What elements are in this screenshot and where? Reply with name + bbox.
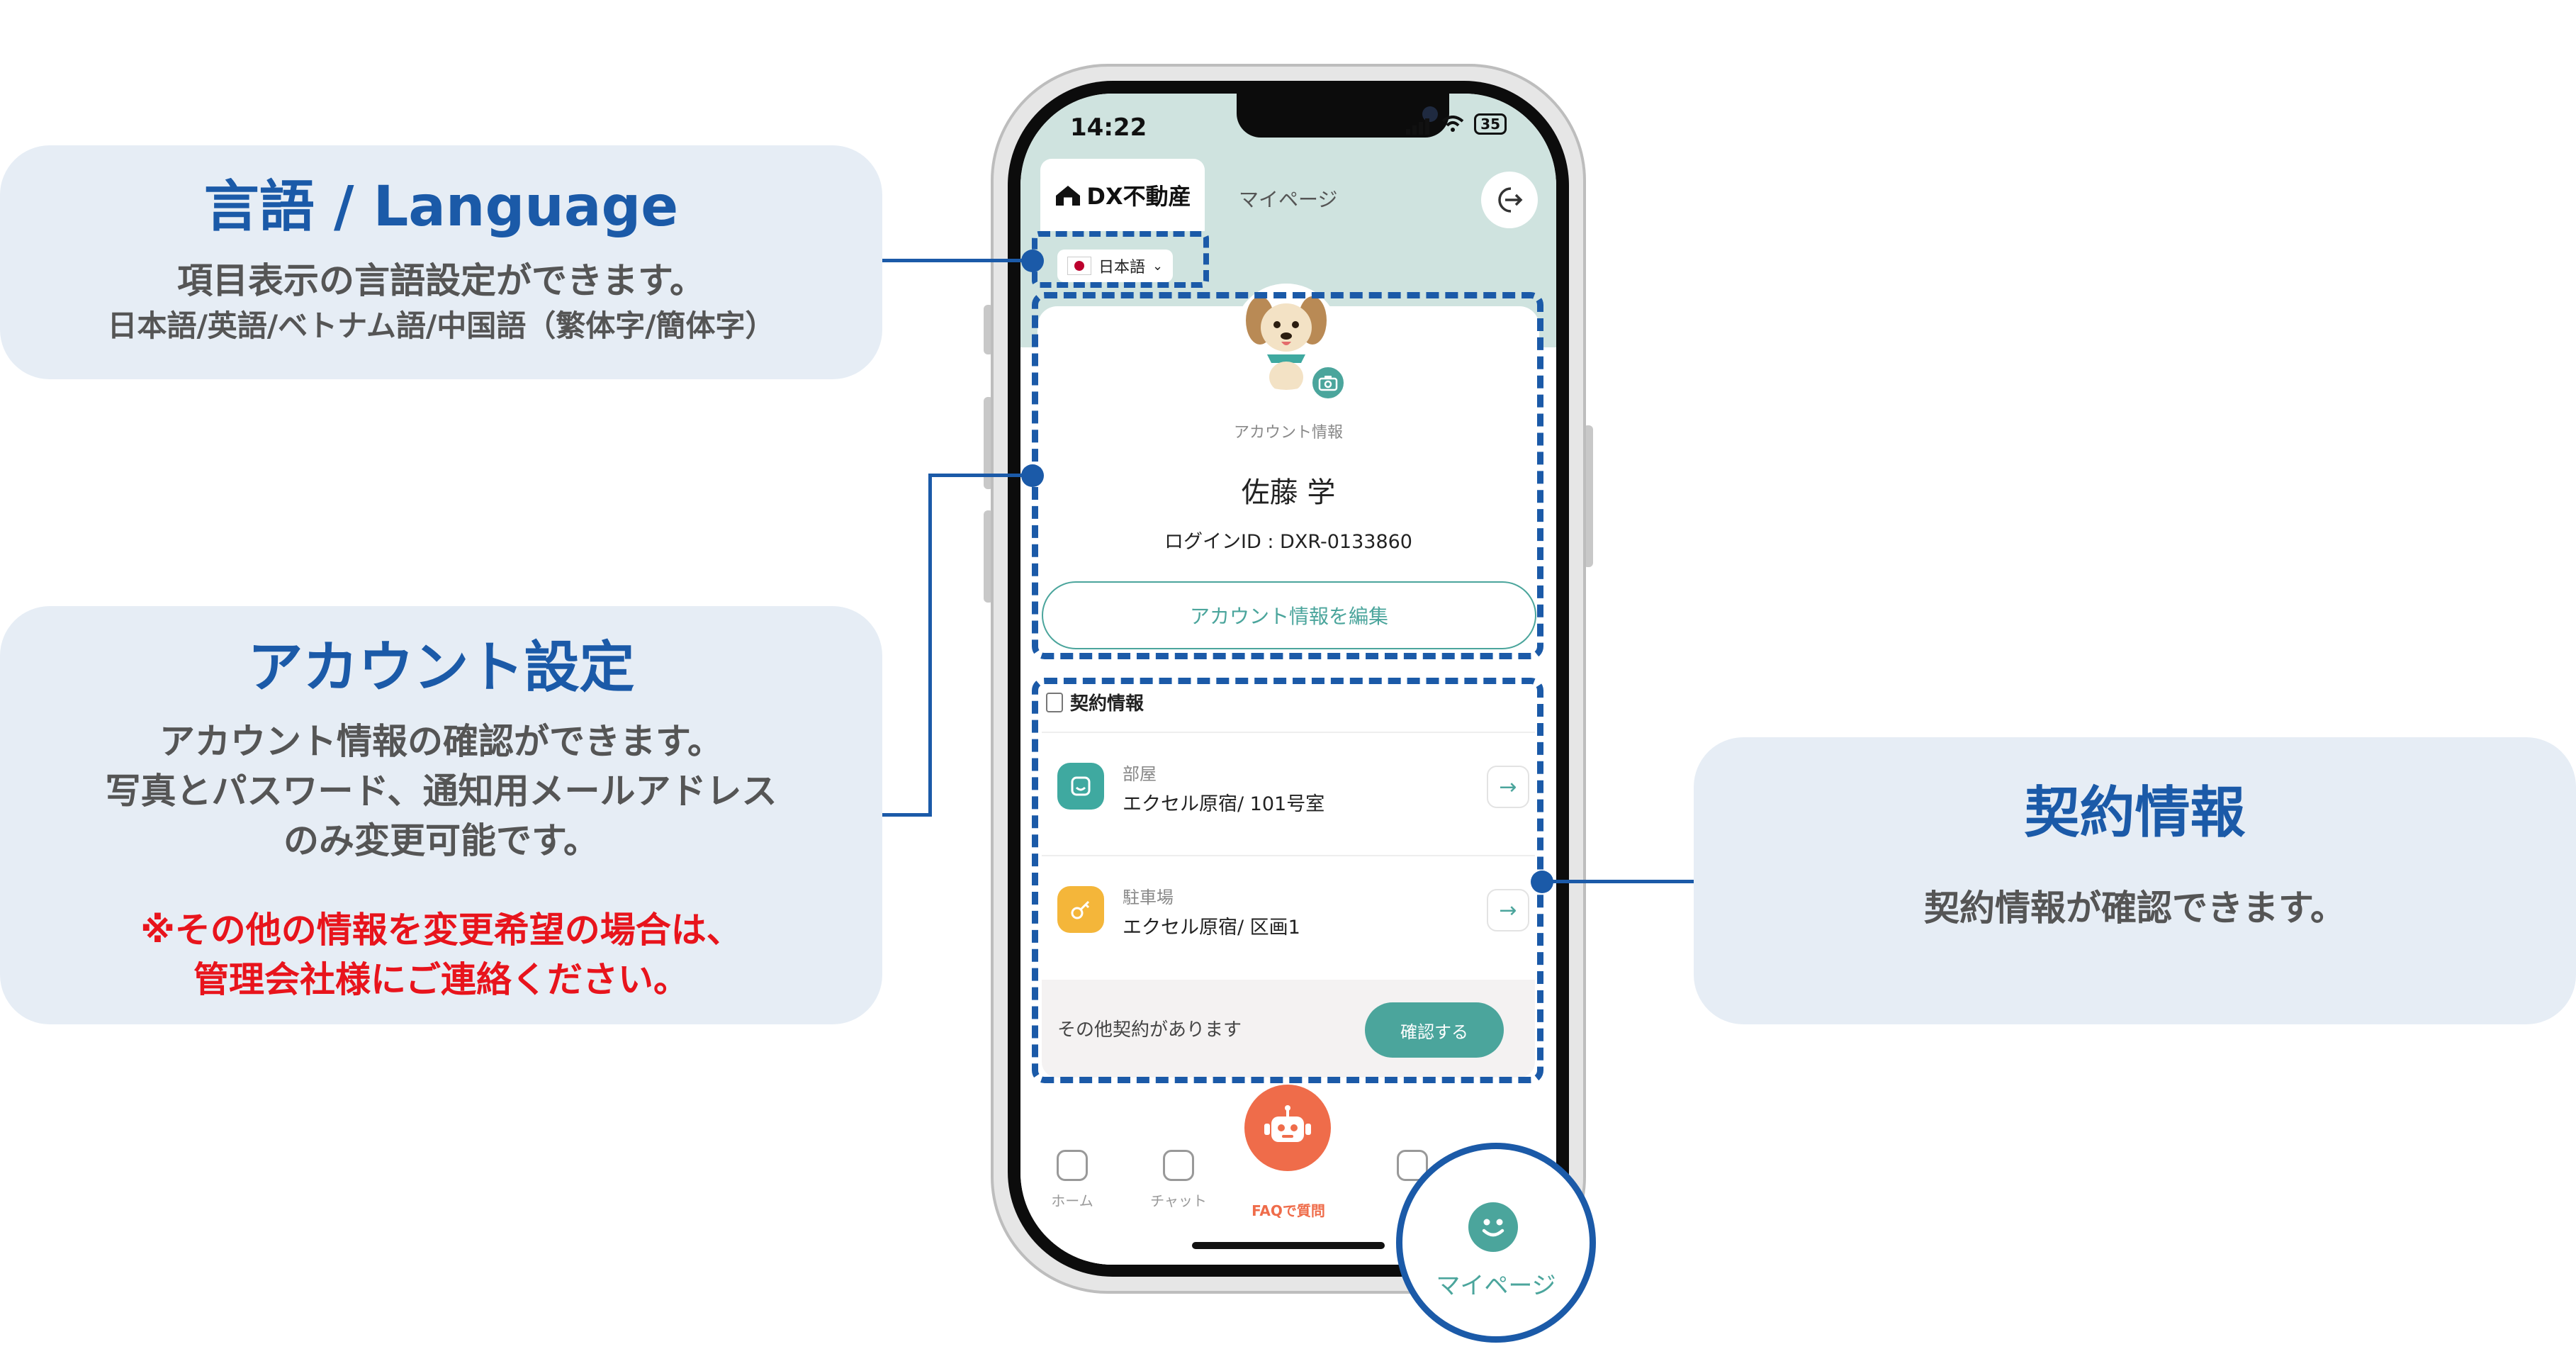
contract-callout-title: 契約情報 xyxy=(2024,781,2246,845)
document-icon xyxy=(1046,692,1063,712)
home-indicator xyxy=(1192,1242,1385,1249)
account-connector xyxy=(882,813,929,817)
other-contracts-box: その他契約があります 確認する xyxy=(1042,980,1535,1078)
account-connector-dot xyxy=(1021,464,1044,487)
contract-connector-dot xyxy=(1531,871,1553,893)
tab-chat-label: チャット xyxy=(1150,1192,1207,1209)
account-highlight xyxy=(1032,292,1543,659)
robot-icon xyxy=(1264,1105,1311,1142)
confirm-button[interactable]: 確認する xyxy=(1365,1002,1504,1058)
chat-icon xyxy=(1163,1150,1194,1181)
account-callout-line: アカウント情報の確認ができます。 xyxy=(159,721,723,762)
logout-icon xyxy=(1498,187,1523,213)
contract-row-category: 駐車場 xyxy=(1123,888,1174,907)
contract-section-title: 契約情報 xyxy=(1046,689,1144,715)
faq-button[interactable] xyxy=(1244,1085,1331,1171)
edit-account-button[interactable]: アカウント情報を編集 xyxy=(1042,581,1536,649)
language-callout-sub: 日本語/英語/ベトナム語/中国語（繁体字/簡体字） xyxy=(107,308,775,343)
contract-callout: 契約情報 契約情報が確認できます。 xyxy=(1694,737,2576,1024)
language-callout-text: 項目表示の言語設定ができます。 xyxy=(177,260,705,301)
camera-icon xyxy=(1318,376,1338,391)
language-connector xyxy=(882,259,1033,262)
language-select-value: 日本語 xyxy=(1098,259,1146,276)
account-callout: アカウント設定 アカウント情報の確認ができます。 写真とパスワード、通知用メール… xyxy=(0,606,882,1024)
contract-row-value: エクセル原宿/ 101号室 xyxy=(1123,793,1325,815)
document-icon xyxy=(1397,1150,1428,1181)
login-id: ログインID : DXR-0133860 xyxy=(1164,531,1412,553)
key-icon xyxy=(1057,886,1104,933)
tab-home-label: ホーム xyxy=(1051,1192,1093,1209)
contract-row-category: 部屋 xyxy=(1123,764,1157,784)
contract-callout-text: 契約情報が確認できます。 xyxy=(1924,888,2346,929)
change-photo-button[interactable] xyxy=(1310,364,1346,401)
room-icon xyxy=(1057,763,1104,810)
tab-mypage[interactable]: マイページ xyxy=(1239,188,1338,211)
account-callout-note: ※その他の情報を変更希望の場合は、 xyxy=(140,910,742,951)
contract-row-parking[interactable]: 駐車場 エクセル原宿/ 区画1 → xyxy=(1042,855,1535,960)
account-callout-note: 管理会社様にご連絡ください。 xyxy=(193,959,689,1000)
status-icons: 35 xyxy=(1406,113,1507,135)
contract-connector xyxy=(1543,880,1694,883)
logout-button[interactable] xyxy=(1481,172,1538,228)
language-callout: 言語 / Language 項目表示の言語設定ができます。 日本語/英語/ベトナ… xyxy=(0,145,882,379)
contract-highlight xyxy=(1032,678,1543,1083)
language-select[interactable]: 日本語 ⌄ xyxy=(1057,250,1174,282)
arrow-right-icon[interactable]: → xyxy=(1487,766,1529,808)
house-logo-icon xyxy=(1056,186,1081,206)
language-highlight xyxy=(1032,231,1209,288)
battery-icon: 35 xyxy=(1474,113,1507,135)
other-contracts-text: その他契約があります xyxy=(1057,1019,1242,1041)
tab-home[interactable]: ホーム xyxy=(1033,1150,1111,1210)
tab-documents[interactable] xyxy=(1373,1150,1451,1190)
language-callout-title: 言語 / Language xyxy=(203,175,679,239)
camera-dot xyxy=(1422,106,1438,122)
account-callout-line: 写真とパスワード、通知用メールアドレス xyxy=(105,771,777,812)
app-logo[interactable]: DX不動産 xyxy=(1040,159,1205,231)
account-connector xyxy=(928,474,932,817)
tab-chat[interactable]: チャット xyxy=(1140,1150,1217,1210)
user-name: 佐藤 学 xyxy=(1241,476,1336,509)
account-callout-line: のみ変更可能です。 xyxy=(283,820,599,861)
contract-row-value: エクセル原宿/ 区画1 xyxy=(1123,917,1300,939)
arrow-right-icon[interactable]: → xyxy=(1487,889,1529,931)
signal-icon xyxy=(1406,113,1432,135)
app-logo-text: DX不動産 xyxy=(1086,183,1191,210)
contract-row-room[interactable]: 部屋 エクセル原宿/ 101号室 → xyxy=(1042,732,1535,836)
status-time: 14:22 xyxy=(1070,113,1147,142)
home-icon xyxy=(1057,1150,1088,1181)
account-callout-title: アカウント設定 xyxy=(247,636,635,700)
japan-flag-icon xyxy=(1067,257,1091,275)
contract-section-label: 契約情報 xyxy=(1070,693,1144,715)
language-connector-dot xyxy=(1021,250,1044,272)
tab-mypage-label[interactable]: マイページ xyxy=(1436,1272,1556,1300)
account-info-caption: アカウント情報 xyxy=(1233,424,1343,442)
chevron-down-icon: ⌄ xyxy=(1152,258,1164,274)
tab-faq-label: FAQで質問 xyxy=(1252,1202,1325,1219)
account-connector xyxy=(928,474,1032,477)
wifi-icon xyxy=(1441,116,1464,132)
smile-icon xyxy=(1468,1202,1518,1252)
